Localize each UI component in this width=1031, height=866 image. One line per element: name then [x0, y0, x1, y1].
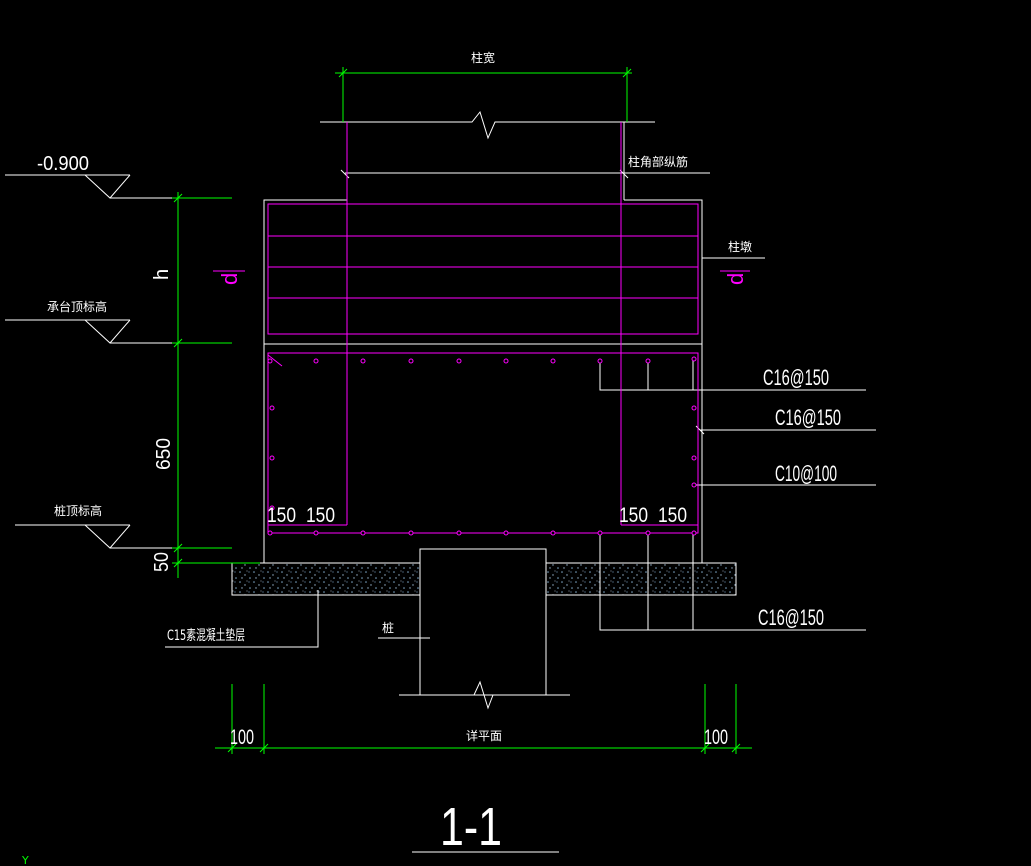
dim-50: 50: [151, 552, 173, 572]
rebar-stirrup-label: C10@100: [775, 461, 837, 486]
column-width-label: 柱宽: [471, 50, 495, 65]
elevation-top-label: -0.900: [37, 153, 89, 175]
rebar-side-label: C16@150: [775, 405, 841, 430]
pier-bar-cage: [267, 203, 699, 335]
pile-label: 桩: [382, 620, 394, 635]
dim-150-c: 150: [619, 504, 648, 527]
cap-top-elev-label: 承台顶标高: [47, 299, 107, 314]
d-marker-left: d: [217, 273, 242, 285]
dim-h: h: [151, 269, 173, 280]
plan-ref-label: 详平面: [466, 728, 502, 743]
pile-top-elev-label: 桩顶标高: [54, 503, 102, 518]
cushion-label: C15素混凝土垫层: [167, 628, 245, 644]
structure-outline: [5, 110, 876, 853]
column-break-line: [320, 110, 655, 140]
axis-y-indicator: Y: [21, 854, 29, 866]
dim-150-a: 150: [267, 504, 296, 527]
dim-650: 650: [153, 438, 175, 470]
rebar-dots: [267, 356, 697, 536]
dim-150-b: 150: [306, 504, 335, 527]
rebar-bottom-label: C16@150: [758, 605, 824, 630]
rebar-top-label: C16@150: [763, 365, 829, 390]
section-title: 1-1: [440, 797, 502, 857]
corner-bar-label: 柱角部纵筋: [628, 154, 688, 169]
pile-break-line: [399, 680, 570, 710]
dimension-lines: [172, 67, 752, 754]
dim-150-d: 150: [658, 504, 687, 527]
d-marker-right: d: [723, 273, 748, 285]
cap-bar-cage: [267, 352, 699, 534]
rebar-group: [267, 122, 699, 534]
dim-100-right: 100: [704, 726, 728, 749]
dim-100-left: 100: [230, 726, 254, 749]
column-pier-label: 柱墩: [728, 239, 752, 254]
pile-body: [419, 548, 547, 696]
